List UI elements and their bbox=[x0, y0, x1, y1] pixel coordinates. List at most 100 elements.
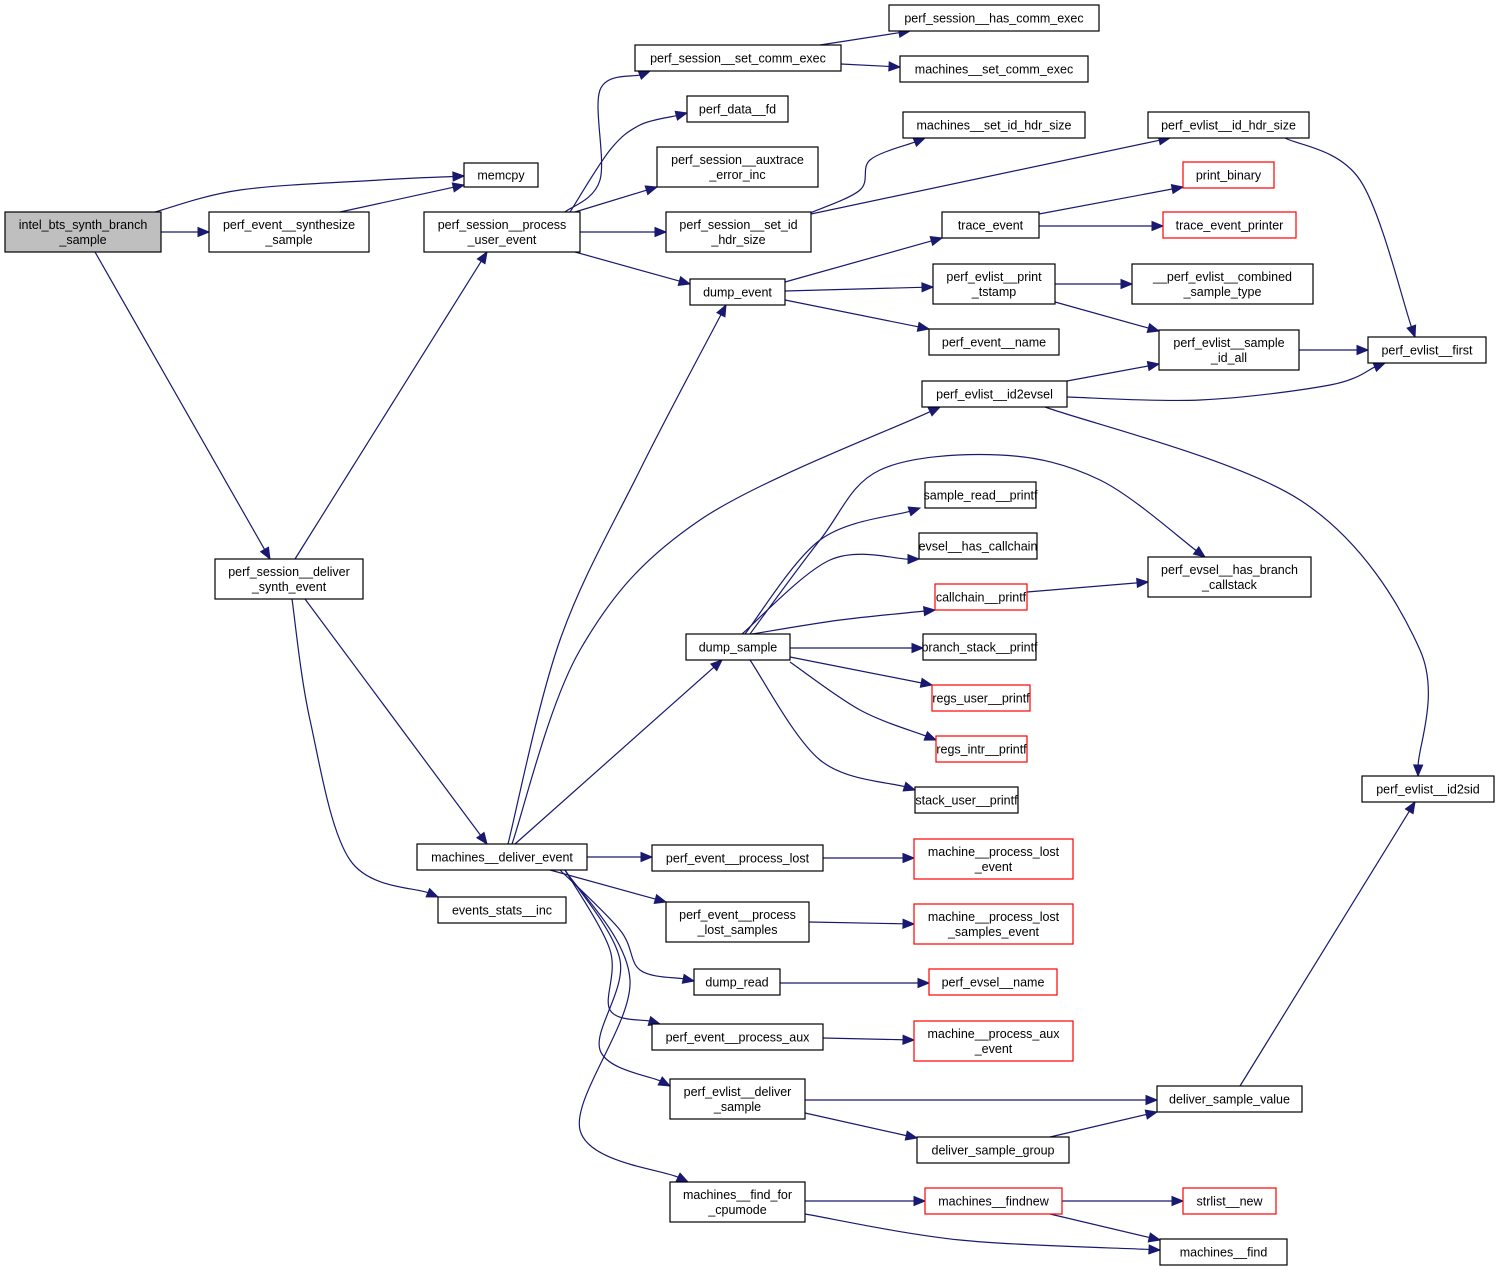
node-callchain-printf[interactable]: callchain__printf bbox=[934, 583, 1028, 611]
node-box[interactable] bbox=[665, 901, 810, 943]
node-print-binary[interactable]: print_binary bbox=[1182, 161, 1275, 189]
node-process-lost-samples[interactable]: perf_event__process_lost_samples bbox=[665, 901, 810, 943]
node-box[interactable] bbox=[1182, 161, 1275, 189]
node-box[interactable] bbox=[913, 1020, 1074, 1062]
node-box[interactable] bbox=[1182, 1187, 1277, 1215]
node-find-for-cpumode[interactable]: machines__find_for_cpumode bbox=[669, 1181, 806, 1223]
node-box[interactable] bbox=[634, 44, 842, 72]
node-box[interactable] bbox=[1158, 329, 1300, 371]
node-has-comm-exec[interactable]: perf_session__has_comm_exec bbox=[888, 4, 1100, 32]
node-print-tstamp[interactable]: perf_evlist__print_tstamp bbox=[932, 263, 1056, 305]
node-box[interactable] bbox=[1162, 211, 1297, 239]
node-trace-event[interactable]: trace_event bbox=[941, 211, 1040, 239]
node-process-user-event[interactable]: perf_session__process_user_event bbox=[423, 211, 581, 253]
node-evlist-first[interactable]: perf_evlist__first bbox=[1367, 336, 1487, 364]
node-box[interactable] bbox=[932, 263, 1056, 305]
node-branch-stack-printf[interactable]: branch_stack__printf bbox=[921, 633, 1038, 661]
node-machines-find[interactable]: machines__find bbox=[1159, 1238, 1288, 1266]
node-box[interactable] bbox=[4, 211, 162, 253]
node-box[interactable] bbox=[208, 211, 370, 253]
node-id2sid[interactable]: perf_evlist__id2sid bbox=[1361, 775, 1495, 803]
node-sample-read-printf[interactable]: sample_read__printf bbox=[924, 481, 1038, 509]
node-box[interactable] bbox=[651, 1023, 824, 1051]
node-events-stats-inc[interactable]: events_stats__inc bbox=[437, 896, 567, 924]
node-combined-sample-type[interactable]: __perf_evlist__combined_sample_type bbox=[1131, 263, 1314, 305]
node-box[interactable] bbox=[685, 633, 791, 661]
node-box[interactable] bbox=[656, 146, 819, 188]
node-dump-event[interactable]: dump_event bbox=[689, 278, 786, 306]
node-box[interactable] bbox=[1367, 336, 1487, 364]
node-set-comm-exec[interactable]: perf_session__set_comm_exec bbox=[634, 44, 842, 72]
node-box[interactable] bbox=[924, 1187, 1063, 1215]
node-sample-id-all[interactable]: perf_evlist__sample_id_all bbox=[1158, 329, 1300, 371]
node-regs-intr-printf[interactable]: regs_intr__printf bbox=[935, 735, 1028, 763]
node-memcpy[interactable]: memcpy bbox=[463, 162, 539, 188]
node-box[interactable] bbox=[935, 735, 1028, 763]
node-box[interactable] bbox=[922, 633, 1037, 661]
node-box[interactable] bbox=[888, 4, 1100, 32]
node-box[interactable] bbox=[902, 111, 1086, 139]
node-box[interactable] bbox=[916, 1136, 1070, 1164]
node-box[interactable] bbox=[931, 684, 1031, 712]
node-machines-set-id-hdr[interactable]: machines__set_id_hdr_size bbox=[902, 111, 1086, 139]
node-box[interactable] bbox=[669, 1181, 806, 1223]
node-box[interactable] bbox=[914, 786, 1019, 814]
node-synth-sample[interactable]: perf_event__synthesize_sample bbox=[208, 211, 370, 253]
node-box[interactable] bbox=[1147, 556, 1312, 598]
node-deliver-sample-group[interactable]: deliver_sample_group bbox=[916, 1136, 1070, 1164]
node-evlist-id-hdr[interactable]: perf_evlist__id_hdr_size bbox=[1147, 111, 1310, 139]
node-box[interactable] bbox=[913, 903, 1074, 945]
node-box[interactable] bbox=[437, 896, 567, 924]
node-box[interactable] bbox=[1147, 111, 1310, 139]
node-box[interactable] bbox=[214, 558, 364, 600]
node-strlist-new[interactable]: strlist__new bbox=[1182, 1187, 1277, 1215]
node-box[interactable] bbox=[665, 211, 812, 253]
node-box[interactable] bbox=[1159, 1238, 1288, 1266]
node-box[interactable] bbox=[928, 968, 1058, 996]
node-trace-event-printer[interactable]: trace_event_printer bbox=[1162, 211, 1297, 239]
node-findnew[interactable]: machines__findnew bbox=[924, 1187, 1063, 1215]
node-box[interactable] bbox=[693, 968, 781, 996]
node-box[interactable] bbox=[924, 481, 1037, 509]
node-box[interactable] bbox=[1361, 775, 1495, 803]
node-box[interactable] bbox=[651, 844, 824, 872]
node-id2evsel[interactable]: perf_evlist__id2evsel bbox=[921, 380, 1068, 408]
node-has-callchain[interactable]: evsel__has_callchain bbox=[918, 532, 1038, 560]
node-deliver-event[interactable]: machines__deliver_event bbox=[416, 843, 588, 871]
node-dump-read[interactable]: dump_read bbox=[693, 968, 781, 996]
node-box[interactable] bbox=[934, 583, 1028, 611]
node-root[interactable]: intel_bts_synth_branch_sample bbox=[4, 211, 162, 253]
node-box[interactable] bbox=[1131, 263, 1314, 305]
node-deliver-synth[interactable]: perf_session__deliver_synth_event bbox=[214, 558, 364, 600]
node-machine-process-aux[interactable]: machine__process_aux_event bbox=[913, 1020, 1074, 1062]
node-box[interactable] bbox=[941, 211, 1040, 239]
node-set-id-hdr[interactable]: perf_session__set_id_hdr_size bbox=[665, 211, 812, 253]
node-machine-lost-samples[interactable]: machine__process_lost_samples_event bbox=[913, 903, 1074, 945]
node-box[interactable] bbox=[416, 843, 588, 871]
node-stack-user-printf[interactable]: stack_user__printf bbox=[914, 786, 1019, 814]
node-box[interactable] bbox=[669, 1078, 806, 1120]
node-machines-set-comm-exec[interactable]: machines__set_comm_exec bbox=[899, 55, 1089, 83]
node-evlist-deliver-sample[interactable]: perf_evlist__deliver_sample bbox=[669, 1078, 806, 1120]
node-box[interactable] bbox=[918, 532, 1038, 560]
node-box[interactable] bbox=[913, 838, 1074, 880]
node-box[interactable] bbox=[921, 380, 1068, 408]
node-event-name[interactable]: perf_event__name bbox=[928, 328, 1060, 356]
node-data-fd[interactable]: perf_data__fd bbox=[686, 95, 789, 123]
node-process-aux[interactable]: perf_event__process_aux bbox=[651, 1023, 824, 1051]
node-box[interactable] bbox=[423, 211, 581, 253]
node-box[interactable] bbox=[1156, 1085, 1303, 1113]
node-box[interactable] bbox=[899, 55, 1089, 83]
node-box[interactable] bbox=[928, 328, 1060, 356]
node-machine-process-lost[interactable]: machine__process_lost_event bbox=[913, 838, 1074, 880]
node-deliver-sample-value[interactable]: deliver_sample_value bbox=[1156, 1085, 1303, 1113]
node-regs-user-printf[interactable]: regs_user__printf bbox=[931, 684, 1031, 712]
node-box[interactable] bbox=[686, 95, 789, 123]
node-evsel-name[interactable]: perf_evsel__name bbox=[928, 968, 1058, 996]
node-dump-sample[interactable]: dump_sample bbox=[685, 633, 791, 661]
node-has-branch-callstack[interactable]: perf_evsel__has_branch_callstack bbox=[1147, 556, 1312, 598]
node-auxtrace-err[interactable]: perf_session__auxtrace_error_inc bbox=[656, 146, 819, 188]
node-process-lost[interactable]: perf_event__process_lost bbox=[651, 844, 824, 872]
node-box[interactable] bbox=[463, 162, 539, 188]
node-box[interactable] bbox=[689, 278, 786, 306]
